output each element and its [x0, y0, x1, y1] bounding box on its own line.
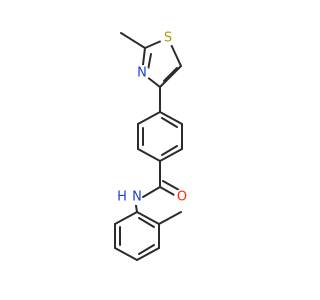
bond-benzene2-3 [136, 247, 160, 261]
bond-thiazole-c4-c5-double [163, 67, 178, 82]
bond-carbonyl-oxygen-a [159, 186, 177, 197]
sulfur-label: S [164, 31, 172, 46]
bond-benzene1-inner-a [161, 117, 178, 128]
bond-benzene1-4 [137, 148, 161, 162]
bond-carbonyl-oxygen-b [162, 180, 180, 191]
bond-benzene1-6 [137, 111, 161, 125]
amide-hydrogen-label: H [117, 190, 127, 205]
atom-labels: S N O H N [116, 30, 190, 205]
sulfur-label-mask [160, 30, 176, 46]
molecule-svg: S N O H N [114, 30, 190, 261]
bonds [114, 32, 183, 261]
bond-methyl-thiazole [120, 32, 146, 49]
oxygen-label: O [177, 190, 187, 205]
bond-benzene2-inner-b [138, 244, 155, 255]
bond-thiazole-c5-c4 [159, 65, 182, 88]
bond-benzene2-6 [114, 211, 138, 225]
thiazole-nitrogen-label: N [137, 66, 147, 81]
bond-benzene2-inner-a [138, 217, 155, 228]
bond-carbonyl-nitrogen [142, 186, 161, 198]
thiazole-nitrogen-label-mask [134, 65, 150, 81]
amide-label-mask [116, 190, 141, 205]
bond-lower-ring-methyl [158, 211, 182, 225]
bond-benzene2-4 [114, 247, 138, 261]
bond-benzene1-3 [159, 148, 183, 162]
molecule-diagram: S N O H N [114, 30, 190, 261]
bond-benzene2-1 [136, 211, 160, 225]
amide-nitrogen-label: N [132, 190, 142, 205]
oxygen-label-mask [174, 189, 190, 205]
bond-thiazole-c2-n3-double [147, 53, 152, 71]
bond-benzene1-inner-b [161, 145, 178, 156]
bond-benzene1-1 [159, 111, 183, 125]
